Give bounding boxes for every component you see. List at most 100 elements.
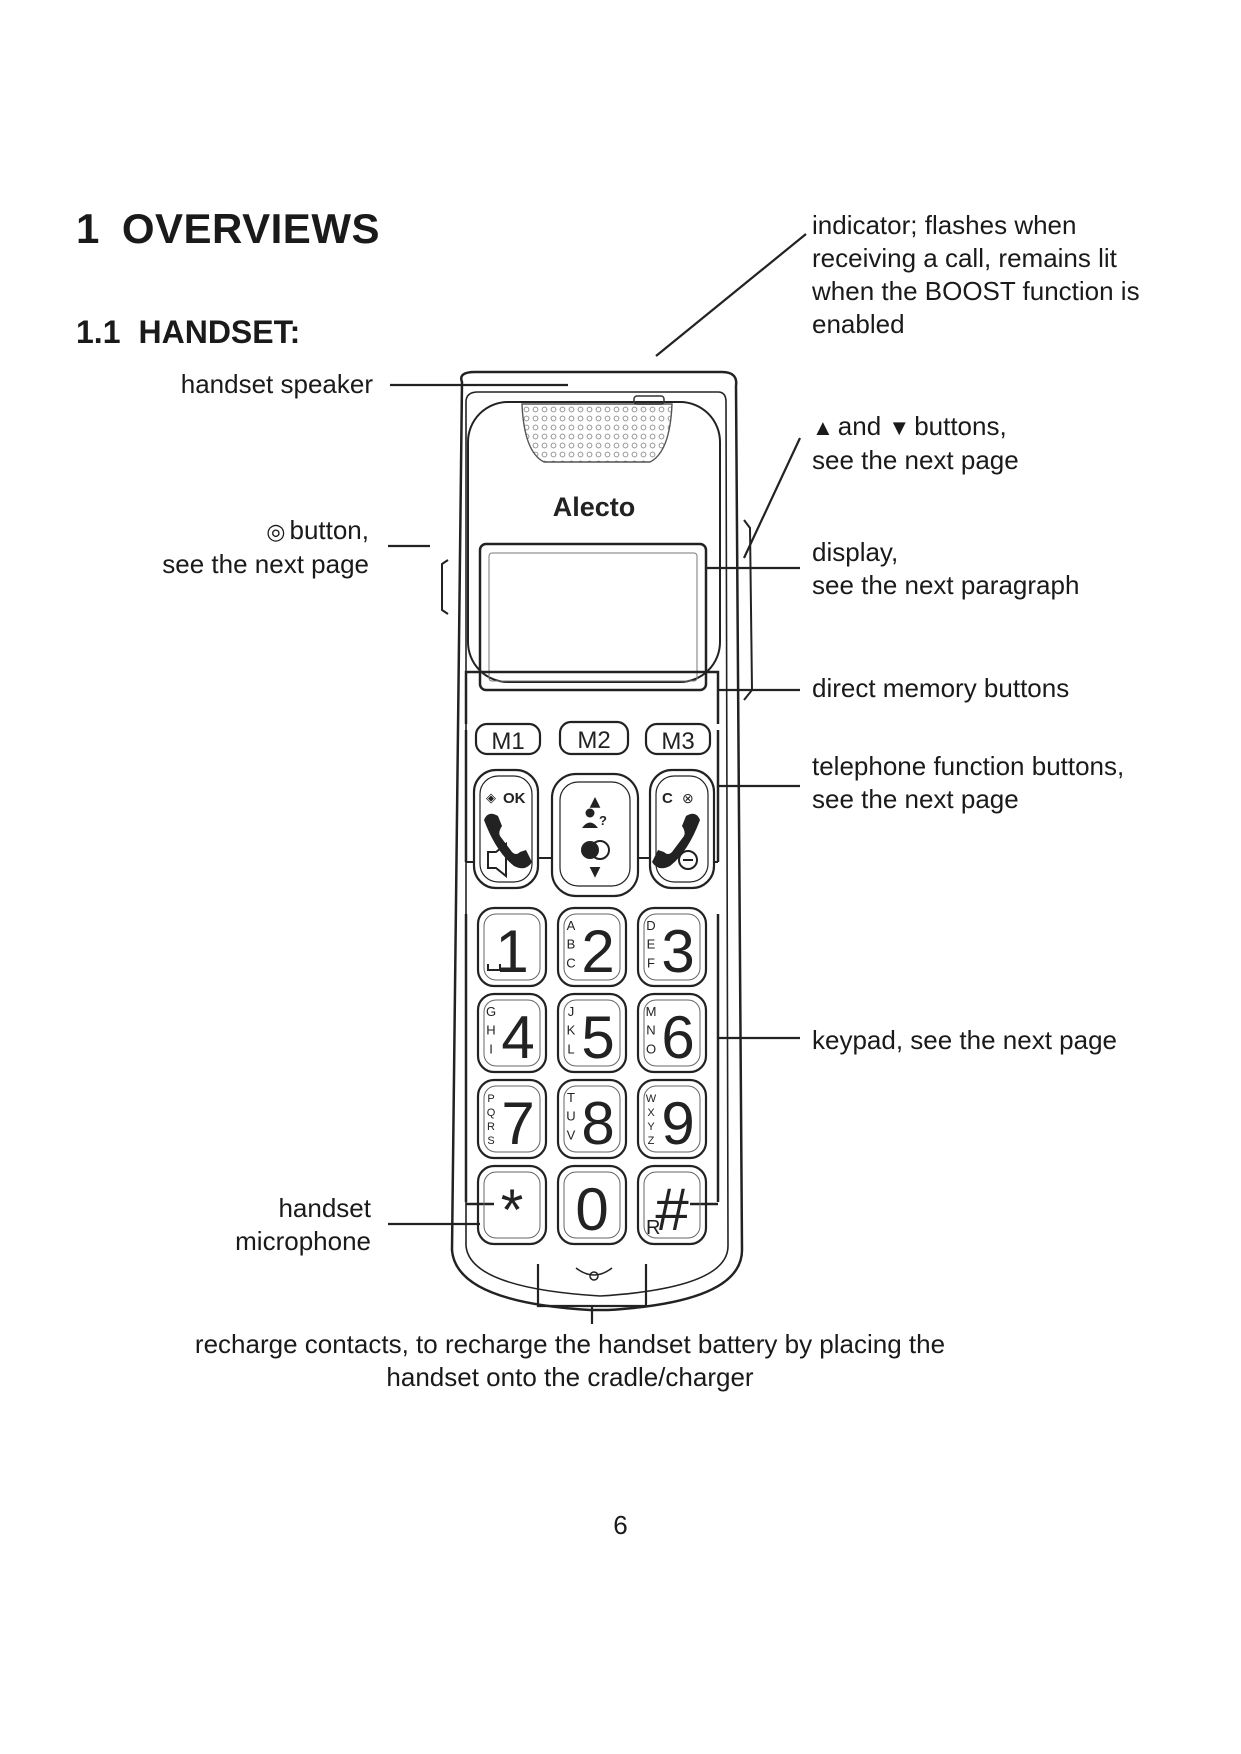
keypad-key-inner bbox=[483, 1171, 541, 1239]
keypad-key-4[interactable] bbox=[476, 992, 548, 1074]
brand-logo: Alecto bbox=[553, 492, 636, 522]
recharge-contact bbox=[589, 1271, 599, 1281]
keypad-letter: G bbox=[486, 1004, 496, 1019]
keypad-key-inner bbox=[483, 1085, 541, 1153]
memory-key-m1 bbox=[474, 722, 542, 756]
svg-text:⊗: ⊗ bbox=[682, 790, 694, 806]
up-triangle-icon: ▲ bbox=[812, 415, 834, 440]
memory-key-m3 bbox=[644, 722, 712, 756]
keypad-letter: L bbox=[567, 1041, 574, 1056]
label-updown-buttons: ▲and ▼buttons, see the next page bbox=[812, 411, 1019, 475]
keypad-key-1[interactable] bbox=[476, 906, 548, 988]
memory-key-m2 bbox=[558, 720, 630, 756]
keypad-digit: 9 bbox=[661, 1090, 694, 1157]
memory-keys: M1 M2 M3 bbox=[474, 720, 712, 756]
keypad-digit: 8 bbox=[581, 1090, 614, 1157]
keypad-key-hash[interactable] bbox=[636, 1164, 708, 1246]
keypad-letter: P bbox=[487, 1093, 494, 1105]
keypad-letter: A bbox=[567, 918, 576, 933]
keypad-letter: X bbox=[647, 1107, 655, 1119]
side-boost-button bbox=[441, 559, 449, 615]
keypad-letter: O bbox=[646, 1041, 656, 1056]
label-boost-button: ◎button, see the next page bbox=[162, 515, 369, 579]
leader-indicator bbox=[655, 233, 807, 357]
power-icon bbox=[678, 850, 698, 870]
space-icon bbox=[487, 964, 501, 971]
keypad-letter: Y bbox=[647, 1121, 655, 1133]
keypad-letter: T bbox=[567, 1090, 575, 1105]
hangup-button bbox=[648, 768, 716, 890]
boost-icon: ◎ bbox=[266, 519, 286, 544]
down-arrow-icon: ▼ bbox=[590, 864, 601, 880]
keypad-digit: 5 bbox=[581, 1004, 614, 1071]
keypad-key-inner bbox=[643, 999, 701, 1067]
keypad-key-inner bbox=[483, 913, 541, 981]
keypad-digit: 3 bbox=[661, 918, 694, 985]
svg-text:◈: ◈ bbox=[486, 790, 496, 805]
keypad-key-star[interactable] bbox=[476, 1164, 548, 1246]
down-triangle-icon: ▼ bbox=[888, 415, 911, 440]
call-button bbox=[472, 768, 540, 890]
keypad-letter: E bbox=[647, 937, 656, 952]
memory-key-m1-label: M1 bbox=[491, 728, 524, 755]
keypad-key-9[interactable] bbox=[636, 1078, 708, 1160]
display-screen bbox=[478, 542, 708, 692]
keypad-key-inner bbox=[563, 1171, 621, 1239]
keypad-key-8[interactable] bbox=[556, 1078, 628, 1160]
keypad-key-inner bbox=[563, 999, 621, 1067]
handset-outline bbox=[450, 370, 744, 1312]
keypad-digit: # bbox=[655, 1176, 689, 1243]
keypad-key-inner bbox=[643, 1085, 701, 1153]
keypad-letter: M bbox=[646, 1004, 657, 1019]
leader-recharge bbox=[536, 1264, 648, 1324]
keypad-letter: H bbox=[486, 1023, 495, 1038]
label-display: display, see the next paragraph bbox=[812, 537, 1080, 600]
keypad-key-7[interactable] bbox=[476, 1078, 548, 1160]
keypad-key-inner bbox=[643, 1171, 701, 1239]
keypad-digit: 0 bbox=[575, 1176, 608, 1243]
keypad-letter: S bbox=[487, 1135, 494, 1147]
keypad-letter: I bbox=[489, 1041, 493, 1056]
keypad-key-6[interactable] bbox=[636, 992, 708, 1074]
ok-label: OK bbox=[503, 790, 526, 807]
keypad-letter: Z bbox=[648, 1135, 655, 1147]
keypad-letter: D bbox=[646, 918, 655, 933]
keypad-key-inner bbox=[643, 913, 701, 981]
keypad-key-5[interactable] bbox=[556, 992, 628, 1074]
keypad-key-inner bbox=[563, 913, 621, 981]
keypad-letter: J bbox=[568, 1004, 575, 1019]
contacts-icon bbox=[585, 808, 595, 818]
phone-hang-up-icon bbox=[652, 813, 700, 869]
keypad-letter: W bbox=[646, 1093, 657, 1105]
keypad-digit: * bbox=[501, 1178, 524, 1243]
keypad-letter: V bbox=[567, 1127, 576, 1142]
keypad-digit: 4 bbox=[501, 1004, 534, 1071]
label-microphone: handset microphone bbox=[235, 1193, 371, 1256]
label-direct-memory: direct memory buttons bbox=[812, 673, 1070, 703]
up-arrow-icon: ▲ bbox=[590, 794, 601, 810]
keypad-letter: F bbox=[647, 955, 655, 970]
memory-key-m3-label: M3 bbox=[661, 728, 694, 755]
keypad-letter: B bbox=[567, 937, 576, 952]
svg-text:?: ? bbox=[599, 813, 607, 828]
label-telephone-function: telephone function buttons, see the next… bbox=[812, 751, 1125, 814]
keypad-key-0[interactable] bbox=[556, 1164, 628, 1246]
keypad-letter: U bbox=[566, 1109, 575, 1124]
leader-updown bbox=[743, 437, 801, 559]
label-recharge-contacts: recharge contacts, to recharge the hands… bbox=[194, 1329, 946, 1392]
keypad-key-3[interactable] bbox=[636, 906, 708, 988]
label-keypad: keypad, see the next page bbox=[812, 1025, 1118, 1055]
navigation-button bbox=[550, 772, 640, 898]
label-indicator: indicator; flashes when receiving a call… bbox=[812, 210, 1140, 339]
keypad-letter: R bbox=[487, 1121, 495, 1133]
keypad-digit: 1 bbox=[495, 918, 528, 985]
keypad-digit: 6 bbox=[661, 1004, 694, 1071]
memory-key-m2-label: M2 bbox=[577, 727, 610, 754]
indicator-led bbox=[633, 395, 665, 405]
phone-off-hook-icon bbox=[484, 813, 532, 869]
keypad-key-2[interactable] bbox=[556, 906, 628, 988]
clear-label: C bbox=[662, 790, 673, 807]
